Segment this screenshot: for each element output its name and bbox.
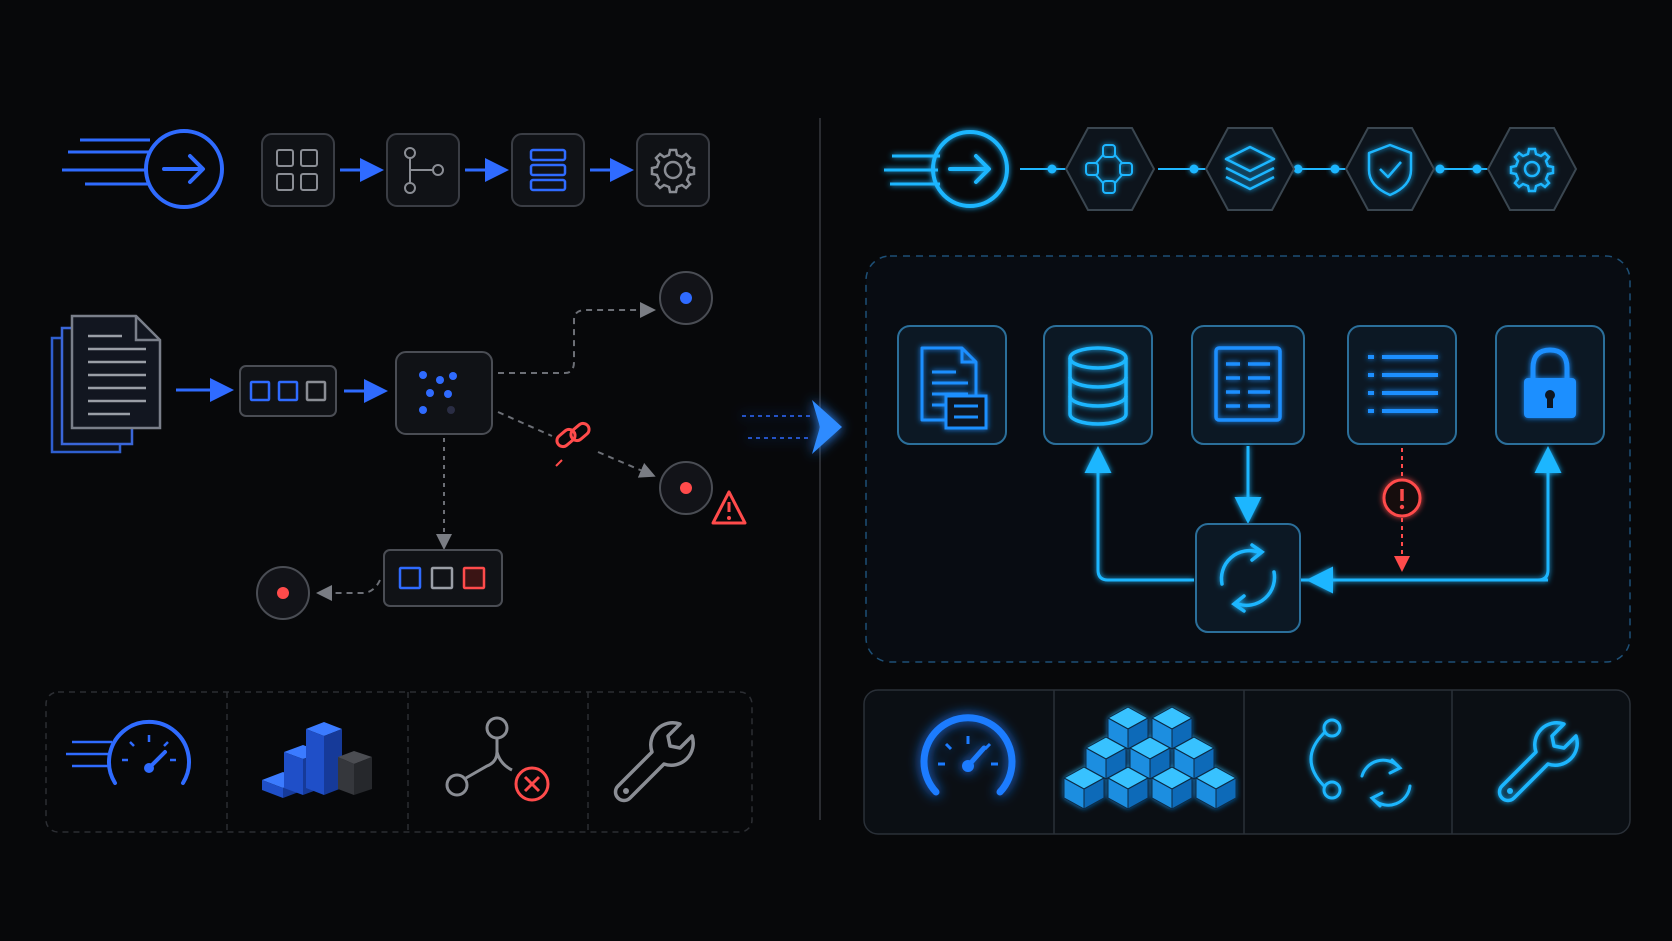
pipeline-connectors: [1020, 164, 1488, 174]
grid-icon: [261, 133, 335, 207]
document-stack-icon: [50, 314, 162, 454]
entry-arrow-icon: [62, 129, 224, 209]
shield-check-hex-icon: [1344, 127, 1436, 211]
database-icon: [1043, 325, 1153, 445]
sync-icon: [1195, 523, 1301, 633]
alert-icon: [1382, 448, 1422, 572]
legacy-flow: [50, 271, 747, 620]
dashed-connector: [597, 451, 656, 478]
speedometer-icon: [66, 720, 191, 785]
feedback-loop: [1084, 446, 1562, 594]
endpoint-node-icon: [659, 271, 713, 325]
transition-arrow-icon: [742, 400, 842, 454]
modern-tiles: [863, 689, 1631, 835]
table-icon: [1191, 325, 1305, 445]
entry-arrow-icon: [884, 130, 1009, 208]
gear-hex-icon: [1486, 127, 1578, 211]
speedometer-icon: [920, 714, 1016, 796]
dashed-connector: [498, 302, 656, 374]
list-icon: [1347, 325, 1457, 445]
layers-hex-icon: [1204, 127, 1296, 211]
git-branch-icon: [386, 133, 460, 207]
broken-network-icon: [445, 716, 550, 802]
cube-pyramid-icon: [1062, 706, 1238, 810]
broken-link-icon: [555, 421, 591, 467]
gear-icon: [636, 133, 710, 207]
legacy-tiles: [45, 691, 753, 833]
wrench-icon: [1497, 721, 1579, 803]
endpoint-node-icon: [256, 566, 310, 620]
queue-blocks-icon: [383, 549, 503, 607]
dashed-connector: [316, 579, 381, 601]
modern-flow: [897, 325, 1605, 633]
wrench-icon: [613, 721, 695, 803]
scatter-node-icon: [395, 351, 493, 435]
modern-pipeline: [884, 127, 1578, 211]
legacy-pipeline: [62, 129, 710, 209]
cube-blocks-icon: [262, 722, 372, 798]
modern-section: [863, 127, 1631, 835]
network-hex-icon: [1064, 127, 1156, 211]
three-blocks-icon: [239, 365, 337, 417]
sync-nodes-icon: [1309, 718, 1412, 808]
document-icon: [897, 325, 1007, 445]
warning-icon: [711, 490, 747, 525]
endpoint-node-icon: [659, 461, 713, 515]
dashed-connector: [497, 411, 553, 437]
legacy-section: [45, 129, 753, 833]
lock-icon: [1495, 325, 1605, 445]
stacked-rows-icon: [511, 133, 585, 207]
